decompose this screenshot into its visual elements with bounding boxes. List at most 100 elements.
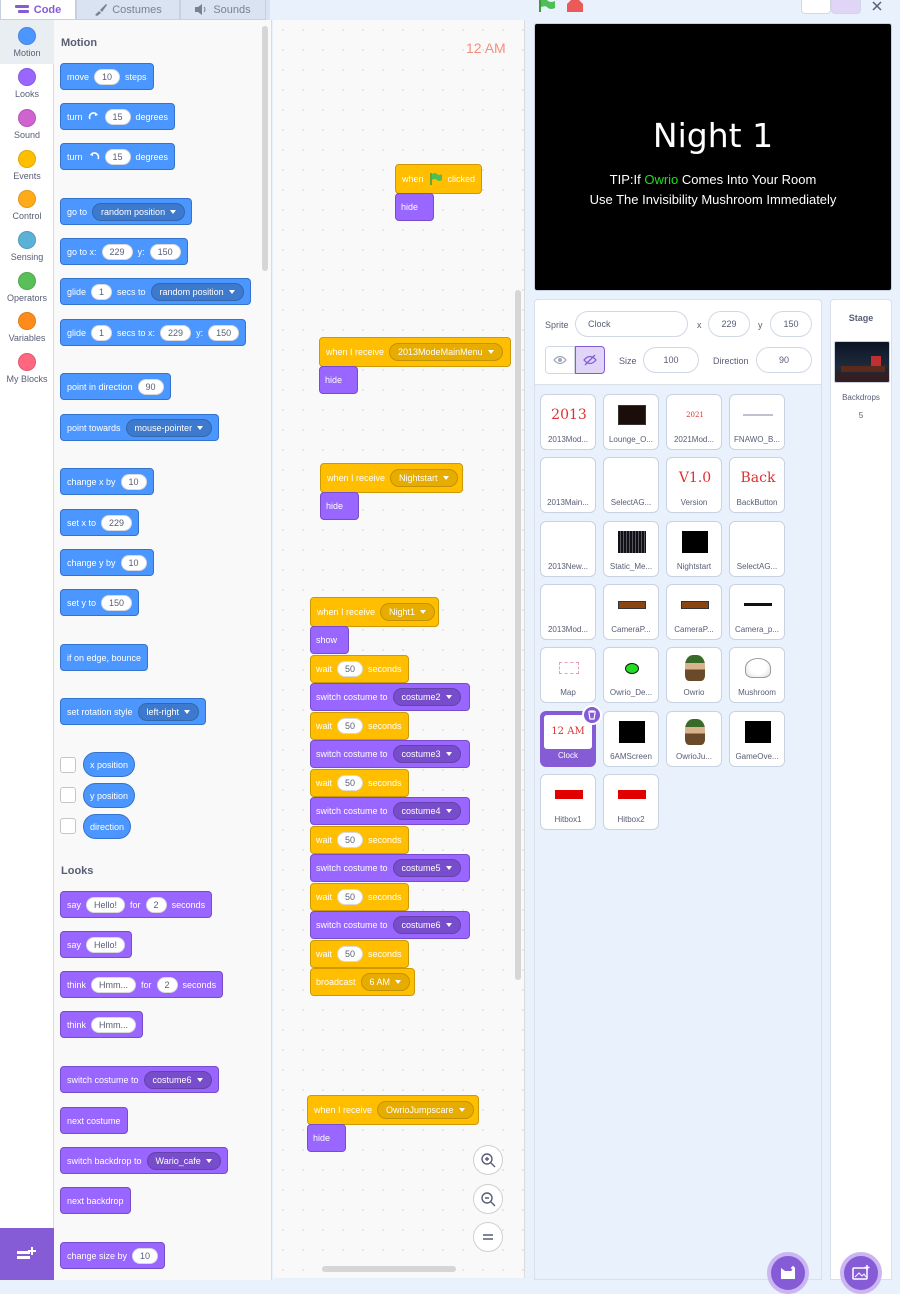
stop-icon[interactable] xyxy=(567,0,583,12)
sprite-tile[interactable]: Hitbox1 xyxy=(540,773,596,830)
category-sound[interactable]: Sound xyxy=(0,109,54,140)
sprite-tile[interactable]: SelectAG... xyxy=(729,520,785,577)
costume-dropdown[interactable]: costume4 xyxy=(392,802,461,820)
add-extension-button[interactable] xyxy=(0,1228,54,1280)
sprite-tile[interactable]: SelectAG... xyxy=(603,457,659,514)
message-dropdown[interactable]: 2013ModeMainMenu xyxy=(389,343,503,361)
costume-dropdown[interactable]: costume2 xyxy=(392,688,461,706)
sprite-tile[interactable]: Lounge_O... xyxy=(603,394,659,450)
block-dropdown[interactable]: random position xyxy=(150,282,244,301)
sprite-tile[interactable]: FNAWO_B... xyxy=(729,394,785,450)
block-input[interactable]: Hello! xyxy=(86,896,126,913)
message-dropdown[interactable]: 6 AM xyxy=(360,973,411,991)
block-hide[interactable]: hide xyxy=(395,193,434,221)
direction-checkbox[interactable] xyxy=(60,818,76,834)
block-input[interactable]: 90 xyxy=(137,378,164,395)
sprite-tile[interactable]: Static_Me... xyxy=(603,520,659,577)
block-input[interactable]: 2 xyxy=(156,976,178,993)
block-input[interactable]: 229 xyxy=(101,514,133,531)
message-dropdown[interactable]: Nightstart xyxy=(390,469,458,487)
block-input[interactable]: Hello! xyxy=(86,936,126,953)
category-motion[interactable]: Motion xyxy=(0,20,54,64)
sprite-tile[interactable]: Owrio_De... xyxy=(603,647,659,704)
category-variables[interactable]: Variables xyxy=(0,312,54,343)
tab-costumes[interactable]: Costumes xyxy=(76,0,180,20)
block-show[interactable]: show xyxy=(310,626,349,654)
small-stage-button[interactable] xyxy=(801,0,831,14)
stage-thumbnail[interactable] xyxy=(834,341,890,383)
block-input[interactable]: 15 xyxy=(104,148,131,165)
sprite-tile[interactable]: Camera_p... xyxy=(729,583,785,640)
block-input[interactable]: Hmm... xyxy=(91,1016,137,1033)
sprite-tile[interactable]: Map xyxy=(540,647,596,704)
fullscreen-icon[interactable] xyxy=(862,0,892,14)
sprite-tile[interactable]: Nightstart xyxy=(666,520,722,577)
block-next-backdrop[interactable]: next backdrop xyxy=(60,1187,131,1214)
block-input[interactable]: 10 xyxy=(132,1247,159,1264)
category-events[interactable]: Events xyxy=(0,150,54,181)
stage-panel[interactable]: Stage Backdrops 5 xyxy=(830,299,892,1280)
block-input[interactable]: 50 xyxy=(337,832,364,848)
choose-backdrop-button[interactable] xyxy=(840,1252,882,1294)
zoom-reset-button[interactable] xyxy=(473,1222,503,1252)
tab-code[interactable]: Code xyxy=(0,0,76,20)
block-input[interactable]: 50 xyxy=(337,889,364,905)
block-input[interactable]: 10 xyxy=(94,68,121,85)
block-bounce[interactable]: if on edge, bounce xyxy=(60,644,149,671)
x-position-checkbox[interactable] xyxy=(60,757,76,773)
sprite-tile[interactable]: OwrioJu... xyxy=(666,710,722,767)
block-input[interactable]: 1 xyxy=(91,283,113,300)
zoom-in-button[interactable] xyxy=(473,1145,503,1175)
block-dropdown[interactable]: costume6 xyxy=(143,1070,212,1089)
block-next-costume[interactable]: next costume xyxy=(60,1107,128,1134)
delete-sprite-button[interactable] xyxy=(582,704,602,725)
message-dropdown[interactable]: OwrioJumpscare xyxy=(377,1101,474,1119)
category-my-blocks[interactable]: My Blocks xyxy=(0,353,54,384)
costume-dropdown[interactable]: costume5 xyxy=(392,859,461,877)
sprite-tile[interactable]: Hitbox2 xyxy=(603,773,659,830)
stage-canvas[interactable]: Night 1 TIP:If Owrio Comes Into Your Roo… xyxy=(534,23,892,291)
script-horizontal-scrollbar[interactable] xyxy=(322,1266,456,1272)
block-input[interactable]: 10 xyxy=(120,473,147,490)
reporter-y-position[interactable]: y position xyxy=(83,783,136,808)
block-hide[interactable]: hide xyxy=(320,492,359,520)
reporter-direction[interactable]: direction xyxy=(83,814,132,839)
sprite-tile[interactable]: GameOve... xyxy=(729,710,785,767)
y-position-checkbox[interactable] xyxy=(60,787,76,803)
block-input[interactable]: 229 xyxy=(160,324,192,341)
block-input[interactable]: 150 xyxy=(101,594,133,611)
sprite-tile[interactable]: 6AMScreen xyxy=(603,710,659,767)
block-dropdown[interactable]: random position xyxy=(92,202,186,221)
block-input[interactable]: Hmm... xyxy=(91,976,137,993)
y-input[interactable]: 150 xyxy=(770,311,812,337)
block-input[interactable]: 50 xyxy=(337,775,364,791)
sprite-tile[interactable]: CameraP... xyxy=(603,583,659,640)
block-dropdown[interactable]: Wario_cafe xyxy=(146,1151,221,1170)
